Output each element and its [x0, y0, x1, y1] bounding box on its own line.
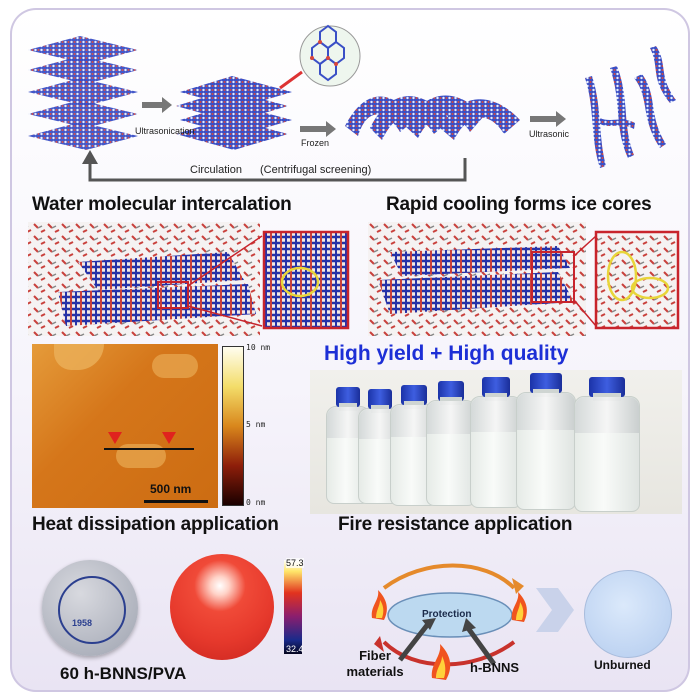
fire-resistance-heading: Fire resistance application	[338, 514, 573, 535]
ultrasonic-label: Ultrasonic	[529, 129, 570, 139]
intercalated-stack	[176, 76, 292, 150]
afm-scale-bar-label: 500 nm	[150, 482, 192, 496]
rapid-cooling-heading: Rapid cooling forms ice cores	[386, 194, 652, 215]
unburned-sample-disc	[584, 570, 672, 658]
colorbar-mid-label: 5 nm	[246, 420, 266, 429]
bottle-7	[574, 377, 640, 512]
flame-icon	[511, 592, 527, 622]
colorbar-top-label: 10 nm	[246, 343, 271, 352]
bnns-label: h-BNNS	[470, 660, 520, 675]
thermal-max-label: 57.3	[286, 558, 304, 568]
flame-icon	[431, 644, 451, 680]
flame-icon	[371, 590, 387, 620]
protection-label: Protection	[422, 609, 472, 620]
process-diagram	[28, 24, 676, 182]
hexagonal-lattice-zoom	[310, 24, 345, 82]
figure-frame: Ultrasonication Frozen Ultrasonic Circul…	[10, 8, 690, 692]
fiber-materials-label: Fiber materials	[346, 648, 404, 679]
heat-dissipation-heading: Heat dissipation application	[32, 514, 279, 535]
fire-diagram	[371, 563, 527, 680]
ultrasonication-label: Ultrasonication	[135, 126, 195, 136]
thermal-min-label: 32.4	[286, 644, 304, 654]
bottle-5	[470, 377, 522, 508]
bulk-stack	[28, 36, 138, 150]
afm-image: 500 nm	[32, 344, 218, 508]
frozen-sheets	[345, 95, 520, 140]
water-intercalation-heading: Water molecular intercalation	[32, 194, 292, 215]
circulation-label: Circulation	[190, 164, 242, 176]
frozen-label: Frozen	[301, 138, 330, 148]
institute-logo-disc: 1958	[42, 560, 138, 656]
bottle-4	[426, 381, 476, 506]
colorbar-bottom-label: 0 nm	[246, 498, 266, 507]
afm-colorbar	[222, 346, 244, 506]
bottle-6	[516, 373, 576, 510]
sample-label: 60 h-BNNS/PVA	[60, 664, 187, 683]
logo-year: 1958	[72, 618, 93, 628]
molecular-panels	[28, 222, 680, 336]
chevron-right-icon	[536, 588, 574, 632]
thermal-image-disc	[170, 554, 274, 660]
centrifugal-label: (Centrifugal screening)	[260, 164, 372, 176]
unburned-label: Unburned	[594, 658, 651, 672]
thermal-colorbar	[284, 560, 302, 654]
high-yield-title: High yield + High quality	[324, 342, 569, 365]
exfoliated-nanosheets	[585, 46, 676, 168]
bottles-photo	[310, 370, 682, 514]
